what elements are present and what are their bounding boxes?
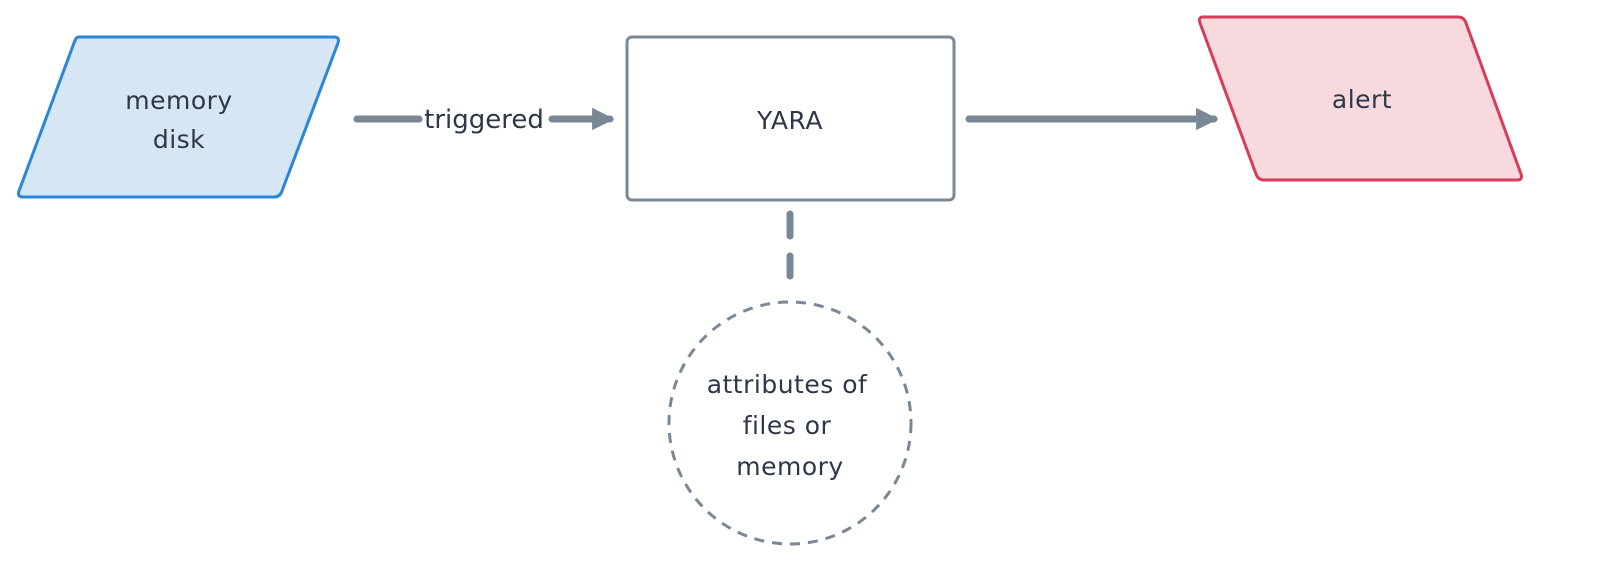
process-node-shape (625, 35, 956, 202)
rules-node-shape (667, 300, 913, 546)
source-node-label-line-1: memory (125, 86, 232, 115)
process-node-label: YARA (756, 106, 823, 135)
source-node-label-line-2: disk (153, 125, 205, 154)
edge-source-to-process: triggered (353, 105, 615, 135)
rules-node-label-line-2: files or (743, 411, 832, 440)
output-node: alert (1197, 15, 1523, 182)
output-node-label: alert (1332, 85, 1392, 114)
rules-node-label-line-1: attributes of (707, 370, 868, 399)
source-node: memory disk (17, 35, 340, 199)
rules-node: attributes of files or memory (667, 300, 913, 546)
edge-source-to-process-label: triggered (424, 105, 544, 135)
process-node: YARA (625, 35, 956, 202)
rules-node-label-line-3: memory (736, 452, 843, 481)
source-node-shape (17, 35, 340, 199)
output-node-shape (1197, 15, 1523, 182)
